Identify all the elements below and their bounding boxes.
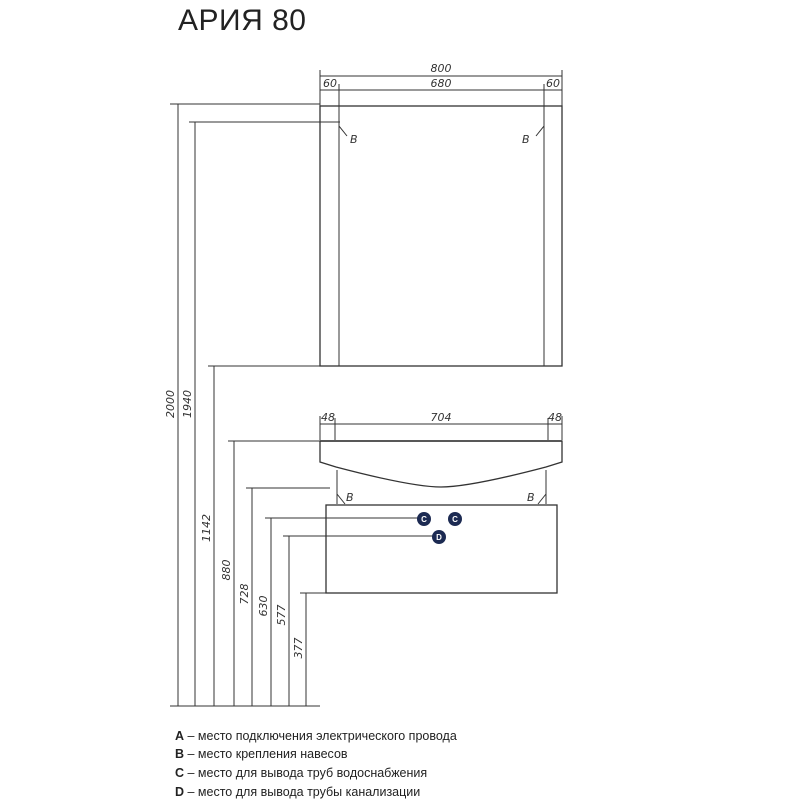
mirror-right-frame-label: 60 [546,77,560,90]
mirror-hinge-marker-right: B [522,133,530,146]
mirror-left-frame-label: 60 [323,77,337,90]
legend-item-b: B – место крепления навесов [175,747,348,761]
height-label-377: 377 [292,638,305,659]
basin-outline [319,440,563,488]
height-label-1142: 1142 [200,514,213,542]
cabinet-left-margin-label: 48 [321,411,335,424]
cabinet-hinge-marker-right: B [527,491,535,504]
height-label-728: 728 [238,584,251,605]
svg-text:C: C [421,515,427,524]
drain-marker: D [432,530,446,544]
mirror-width-label: 800 [431,62,452,75]
cabinet-hinge-marker-left: B [346,491,354,504]
height-label-577: 577 [275,605,288,626]
mirror-panel-label: 680 [431,77,452,90]
water-supply-marker-2: C [448,512,462,526]
mirror-outline [319,105,563,367]
height-label-630: 630 [257,596,270,617]
height-label-2000: 2000 [164,390,177,418]
height-label-1940: 1940 [181,390,194,418]
svg-text:D: D [436,533,442,542]
legend-item-d: D – место для вывода трубы канализации [175,785,420,799]
legend: A – место подключения электрического про… [175,729,457,799]
cabinet-drawer [325,504,558,594]
water-supply-marker-1: C [417,512,431,526]
cabinet-right-margin-label: 48 [548,411,562,424]
page-title: АРИЯ 80 [178,4,307,37]
legend-item-a: A – место подключения электрического про… [175,729,457,743]
height-label-880: 880 [220,560,233,581]
basin-width-label: 704 [431,411,452,424]
svg-text:C: C [452,515,458,524]
legend-item-c: C – место для вывода труб водоснабжения [175,766,427,780]
mirror-hinge-marker-left: B [350,133,358,146]
